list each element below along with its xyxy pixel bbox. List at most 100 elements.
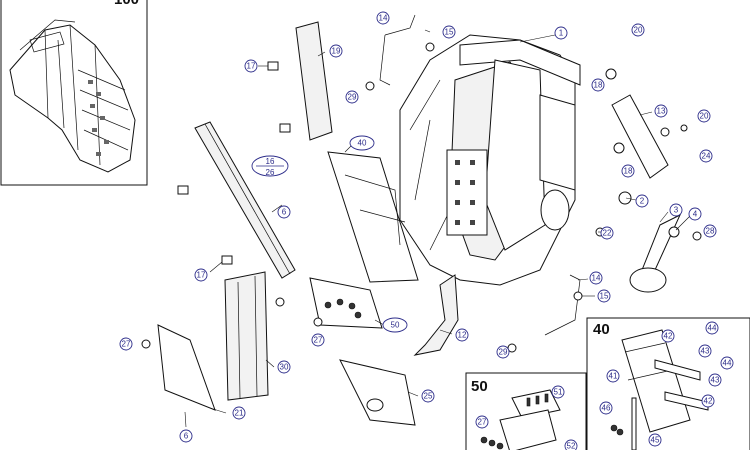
callout-1: 1	[554, 26, 568, 40]
callout-19: 19	[329, 44, 343, 58]
callout-14a: 14	[376, 11, 390, 25]
svg-text:44: 44	[708, 324, 717, 333]
svg-text:15: 15	[445, 28, 454, 37]
svg-text:6: 6	[184, 432, 189, 441]
callout-28: 28	[703, 224, 717, 238]
callout-43a: 43	[698, 344, 712, 358]
svg-text:45: 45	[651, 436, 660, 445]
svg-text:41: 41	[609, 372, 618, 381]
callout-50: 50	[382, 317, 408, 333]
svg-text:43: 43	[711, 376, 720, 385]
svg-text:17: 17	[247, 62, 256, 71]
callout-42b: 42	[701, 394, 715, 408]
callout-17a: 17	[244, 59, 258, 73]
part-25-plate	[339, 359, 416, 426]
part-14-spring-top	[379, 14, 416, 86]
svg-text:25: 25	[424, 392, 433, 401]
svg-text:28: 28	[706, 227, 715, 236]
svg-text:12: 12	[458, 331, 467, 340]
inset-100-frame: 100	[0, 0, 148, 186]
svg-text:42: 42	[664, 332, 673, 341]
svg-text:50: 50	[391, 321, 400, 330]
svg-text:14: 14	[592, 274, 601, 283]
svg-text:17: 17	[197, 271, 206, 280]
svg-text:24: 24	[702, 152, 711, 161]
callout-24: 24	[699, 149, 713, 163]
svg-text:29: 29	[348, 93, 357, 102]
svg-text:29: 29	[499, 348, 508, 357]
leader-lines	[184, 29, 691, 428]
callout-16-label: 16	[266, 157, 275, 166]
callout-44a: 44	[705, 321, 719, 335]
callout-16-26-label: 16	[266, 157, 275, 166]
callout-44b: 44	[720, 356, 734, 370]
svg-text:27: 27	[478, 418, 487, 427]
callout-13: 13	[654, 104, 668, 118]
svg-text:18: 18	[594, 81, 603, 90]
svg-text:46: 46	[602, 404, 611, 413]
callout-22: 22	[600, 226, 614, 240]
callout-15a: 15	[442, 25, 456, 39]
callout-18b: 18	[621, 164, 635, 178]
svg-text:21: 21	[235, 409, 244, 418]
callout-20a: 20	[631, 23, 645, 37]
callout-40: 40	[349, 135, 375, 151]
part-13-bracket	[611, 94, 669, 179]
callouts: 1 2 3 4 6 6 12 13 14 14 15 15 16 26 17 1…	[119, 11, 734, 450]
inset-40-title: 40	[593, 321, 610, 338]
housing-assembly	[399, 34, 581, 286]
callout-21: 21	[232, 406, 246, 420]
svg-text:3: 3	[674, 206, 679, 215]
svg-text:19: 19	[332, 47, 341, 56]
inset-100-title: 100	[114, 0, 139, 8]
callout-17b: 17	[194, 268, 208, 282]
svg-text:13: 13	[657, 107, 666, 116]
svg-text:6: 6	[282, 208, 287, 217]
svg-text:20: 20	[700, 112, 709, 121]
callout-29b: 29	[496, 345, 510, 359]
callout-46: 46	[599, 401, 613, 415]
callout-51: 51	[551, 385, 565, 399]
callout-20b: 20	[697, 109, 711, 123]
svg-text:1: 1	[559, 29, 564, 38]
svg-text:14: 14	[379, 14, 388, 23]
callout-42a: 42	[661, 329, 675, 343]
svg-text:20: 20	[634, 26, 643, 35]
svg-text:22: 22	[603, 229, 612, 238]
callout-16-26: 16 26	[251, 155, 289, 177]
svg-text:26: 26	[266, 168, 275, 177]
callout-45: 45	[648, 433, 662, 447]
callout-14b: 14	[589, 271, 603, 285]
callout-12: 12	[455, 328, 469, 342]
callout-27a: 27	[119, 337, 133, 351]
part-50-bracket	[309, 277, 383, 329]
inset-40-frame: 40	[586, 317, 750, 450]
part-30-channel	[224, 271, 269, 401]
svg-text:42: 42	[704, 397, 713, 406]
svg-text:18: 18	[624, 167, 633, 176]
callout-27b: 27	[311, 333, 325, 347]
svg-text:15: 15	[600, 292, 609, 301]
part-16-26-angle	[194, 121, 296, 279]
callout-52: 52	[564, 439, 578, 450]
svg-text:4: 4	[693, 210, 698, 219]
callout-25: 25	[421, 389, 435, 403]
callout-43b: 43	[708, 373, 722, 387]
callout-3: 3	[669, 203, 683, 217]
callout-18a: 18	[591, 78, 605, 92]
svg-text:51: 51	[554, 388, 563, 397]
callout-15b: 15	[597, 289, 611, 303]
inset-50-frame: 50	[465, 372, 587, 450]
part-12-strip	[413, 274, 459, 356]
callout-29a: 29	[345, 90, 359, 104]
part-3-lever	[639, 213, 682, 276]
part-14-spring-bottom	[544, 274, 581, 336]
svg-text:27: 27	[314, 336, 323, 345]
inset-50-title: 50	[471, 378, 488, 395]
callout-27c: 27	[475, 415, 489, 429]
callout-2: 2	[635, 194, 649, 208]
fasteners	[141, 42, 702, 353]
svg-text:30: 30	[280, 363, 289, 372]
svg-text:43: 43	[701, 347, 710, 356]
